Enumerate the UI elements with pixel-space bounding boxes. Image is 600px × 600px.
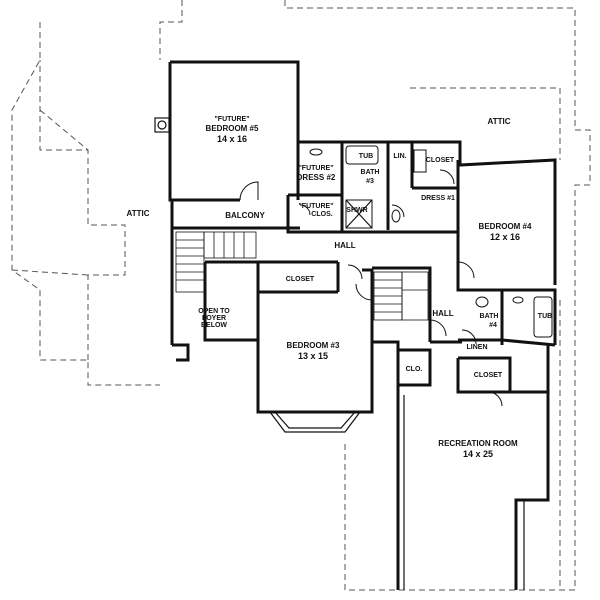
bedroom5-size-label: 14 x 16 xyxy=(217,134,247,144)
closet-mid-label: CLOSET xyxy=(286,276,315,283)
clos-label: CLOS. xyxy=(311,211,332,218)
bedroom4-size-label: 12 x 16 xyxy=(490,232,520,242)
tub-upper-label: TUB xyxy=(359,153,373,160)
bedroom3-name-label: BEDROOM #3 xyxy=(287,341,340,350)
dress2-name-label: DRESS #2 xyxy=(297,173,336,182)
rec-size-label: 14 x 25 xyxy=(463,449,493,459)
attic-left-label: ATTIC xyxy=(127,209,150,218)
hall-lower-label: HALL xyxy=(432,309,453,318)
roof-outline xyxy=(11,0,591,591)
room-labels: "FUTURE" BEDROOM #5 14 x 16 ATTIC ATTIC … xyxy=(127,116,553,459)
balcony-label: BALCONY xyxy=(225,211,265,220)
stairs-left xyxy=(175,231,257,293)
lin-label: LIN. xyxy=(393,153,406,160)
closet-lower-label: CLOSET xyxy=(474,372,503,379)
dress2-future-label: "FUTURE" xyxy=(298,165,333,172)
doors xyxy=(239,169,503,407)
hall-upper-label: HALL xyxy=(334,241,355,250)
linen-label: LINEN xyxy=(467,344,488,351)
bedroom3-size-label: 13 x 15 xyxy=(298,351,328,361)
shwr-label: SHWR xyxy=(346,207,367,214)
dress1-label: DRESS #1 xyxy=(421,195,455,202)
bedroom5-name-label: BEDROOM #5 xyxy=(206,124,259,133)
bay-window xyxy=(269,411,361,433)
attic-top-label: ATTIC xyxy=(488,117,511,126)
bath4-name-label: BATH xyxy=(480,313,499,320)
bedroom5-future-label: "FUTURE" xyxy=(214,116,249,123)
fixtures xyxy=(309,145,553,338)
bedroom4-name-label: BEDROOM #4 xyxy=(479,222,532,231)
open-foyer-label-2: FOYER xyxy=(202,315,226,322)
closet-future-label: "FUTURE" xyxy=(298,203,333,210)
tub-lower-label: TUB xyxy=(538,313,552,320)
bath3-num-label: #3 xyxy=(366,178,374,185)
clo-label: CLO. xyxy=(406,366,423,373)
closet-upper-label: CLOSET xyxy=(426,157,455,164)
bath3-name-label: BATH xyxy=(361,169,380,176)
open-foyer-label-3: BELOW xyxy=(201,322,227,329)
bath4-num-label: #4 xyxy=(489,322,497,329)
rec-name-label: RECREATION ROOM xyxy=(438,439,518,448)
open-foyer-label-1: OPEN TO xyxy=(198,308,230,315)
stairs-right xyxy=(373,271,429,321)
walls xyxy=(154,60,557,590)
